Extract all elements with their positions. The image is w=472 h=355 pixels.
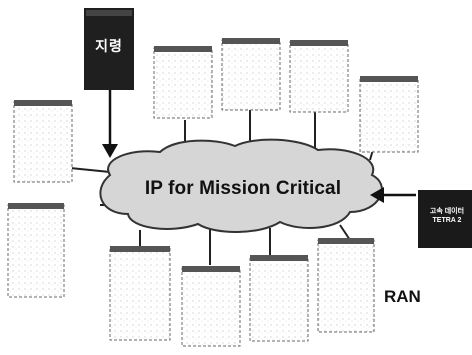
node-bottom-3 xyxy=(249,255,309,342)
node-bottom-2 xyxy=(181,266,241,347)
node-top-4 xyxy=(359,76,419,153)
node-top-1 xyxy=(153,46,213,119)
arrow-down-icon xyxy=(102,90,118,158)
arrow-left-icon xyxy=(370,187,416,203)
data-label-line1: 고속 데이터 xyxy=(429,208,465,215)
command-label: 지령 xyxy=(95,38,123,54)
node-left-1 xyxy=(13,100,73,183)
command-box xyxy=(84,8,134,90)
data-box xyxy=(418,190,472,248)
node-left-2 xyxy=(7,203,65,298)
node-bottom-4 xyxy=(317,238,375,333)
data-label-line2: TETRA 2 xyxy=(432,217,462,224)
node-top-3 xyxy=(289,40,349,113)
node-top-2 xyxy=(221,38,281,111)
ran-label: RAN xyxy=(384,287,421,306)
cloud-label: IP for Mission Critical xyxy=(144,178,342,199)
node-bottom-1 xyxy=(109,246,171,341)
